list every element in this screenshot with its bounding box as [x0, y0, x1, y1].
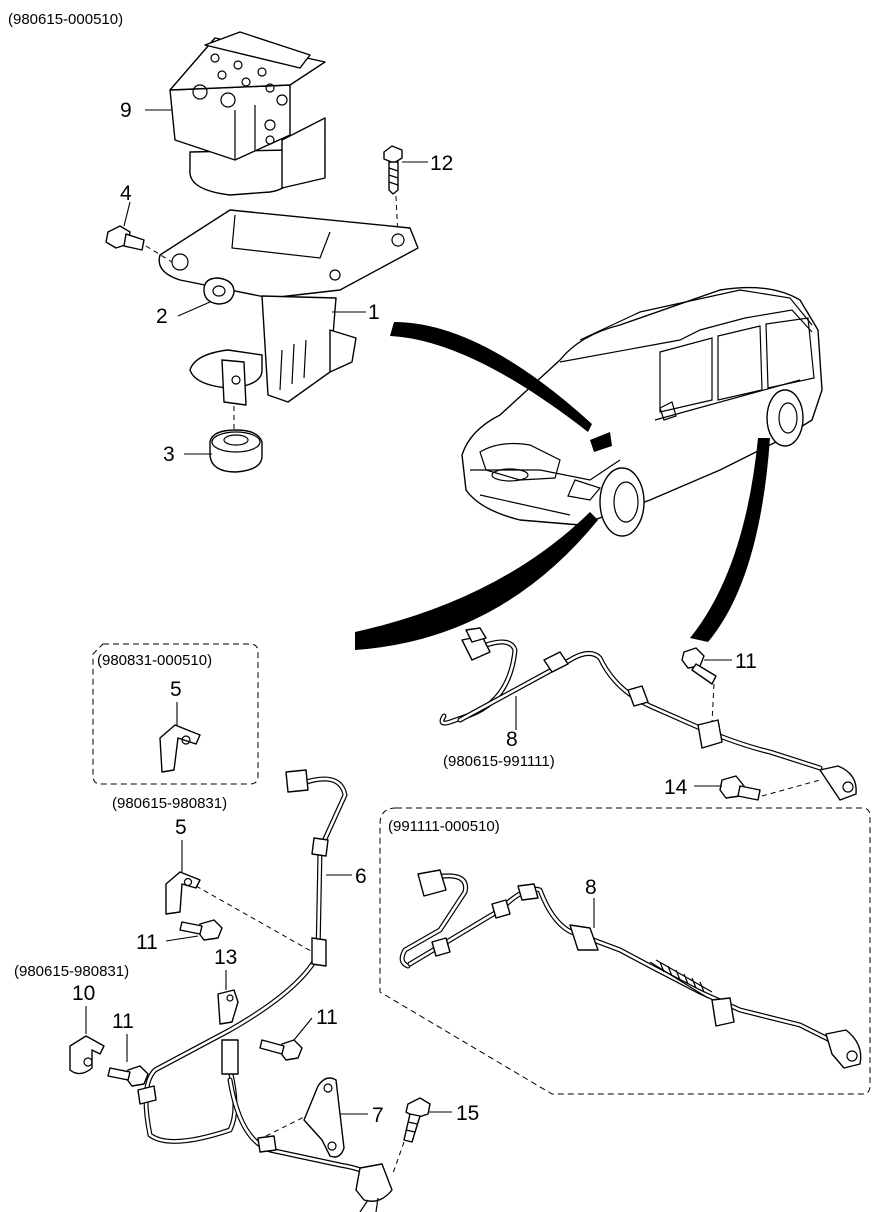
grommet-2	[203, 277, 235, 305]
callout-11-mid: 11	[136, 931, 158, 954]
pointer-arrow-front-wheel	[355, 512, 598, 650]
callout-5: 5	[175, 816, 187, 839]
callout-8-box: 8	[585, 876, 597, 899]
bolt-14	[719, 775, 761, 801]
callout-5-box: 5	[170, 678, 182, 701]
callout-7: 7	[372, 1104, 384, 1127]
code-box-left: (980831-000510)	[97, 652, 212, 669]
callout-6: 6	[355, 865, 367, 888]
bracket-5	[165, 871, 201, 915]
callout-9: 9	[120, 99, 132, 122]
pointer-arrow-to-hydraulic	[390, 322, 592, 432]
bolt-11-center	[259, 1039, 303, 1061]
callout-10: 10	[72, 982, 95, 1005]
mounting-bracket	[158, 209, 419, 406]
callout-8-upper: 8	[506, 728, 518, 751]
bracket-5-variant	[159, 724, 201, 773]
callout-2: 2	[156, 305, 168, 328]
callout-1: 1	[368, 301, 380, 324]
pointer-arrow-rear-wheel	[690, 438, 770, 642]
code-sensor-upper: (980615-991111)	[443, 753, 555, 770]
callout-4: 4	[120, 182, 132, 205]
bracket-7	[303, 1077, 345, 1158]
callout-11-center: 11	[316, 1006, 338, 1029]
bolt-11-left	[107, 1065, 149, 1087]
header-code: (980615-000510)	[8, 11, 123, 28]
clip-13	[217, 989, 239, 1025]
wheel-speed-sensor-upper	[439, 627, 857, 801]
callout-15: 15	[456, 1102, 479, 1125]
front-sensor-wire-6	[137, 769, 393, 1212]
callout-11-left: 11	[112, 1010, 134, 1033]
code-bracket-10: (980615-980831)	[14, 963, 129, 980]
wheel-speed-sensor-box	[399, 869, 862, 1069]
variant-box-left	[92, 643, 259, 785]
abs-hydraulic-unit	[169, 31, 326, 196]
bracket-10	[69, 1035, 105, 1075]
bolt-11-mid	[179, 919, 223, 941]
bolt-11-upper	[681, 647, 717, 685]
grommet-3	[209, 429, 263, 473]
bolt-12	[383, 145, 403, 195]
minivan-illustration	[461, 286, 823, 537]
callout-13: 13	[214, 946, 237, 969]
callout-3: 3	[163, 443, 175, 466]
callout-14: 14	[664, 776, 688, 799]
bolt-4	[105, 225, 145, 251]
code-box-right: (991111-000510)	[388, 818, 500, 835]
callout-11-upper: 11	[735, 650, 757, 673]
code-bracket-5: (980615-980831)	[112, 795, 227, 812]
callout-12: 12	[430, 152, 453, 175]
variant-box-right	[379, 807, 871, 1095]
bolt-15	[403, 1097, 431, 1143]
